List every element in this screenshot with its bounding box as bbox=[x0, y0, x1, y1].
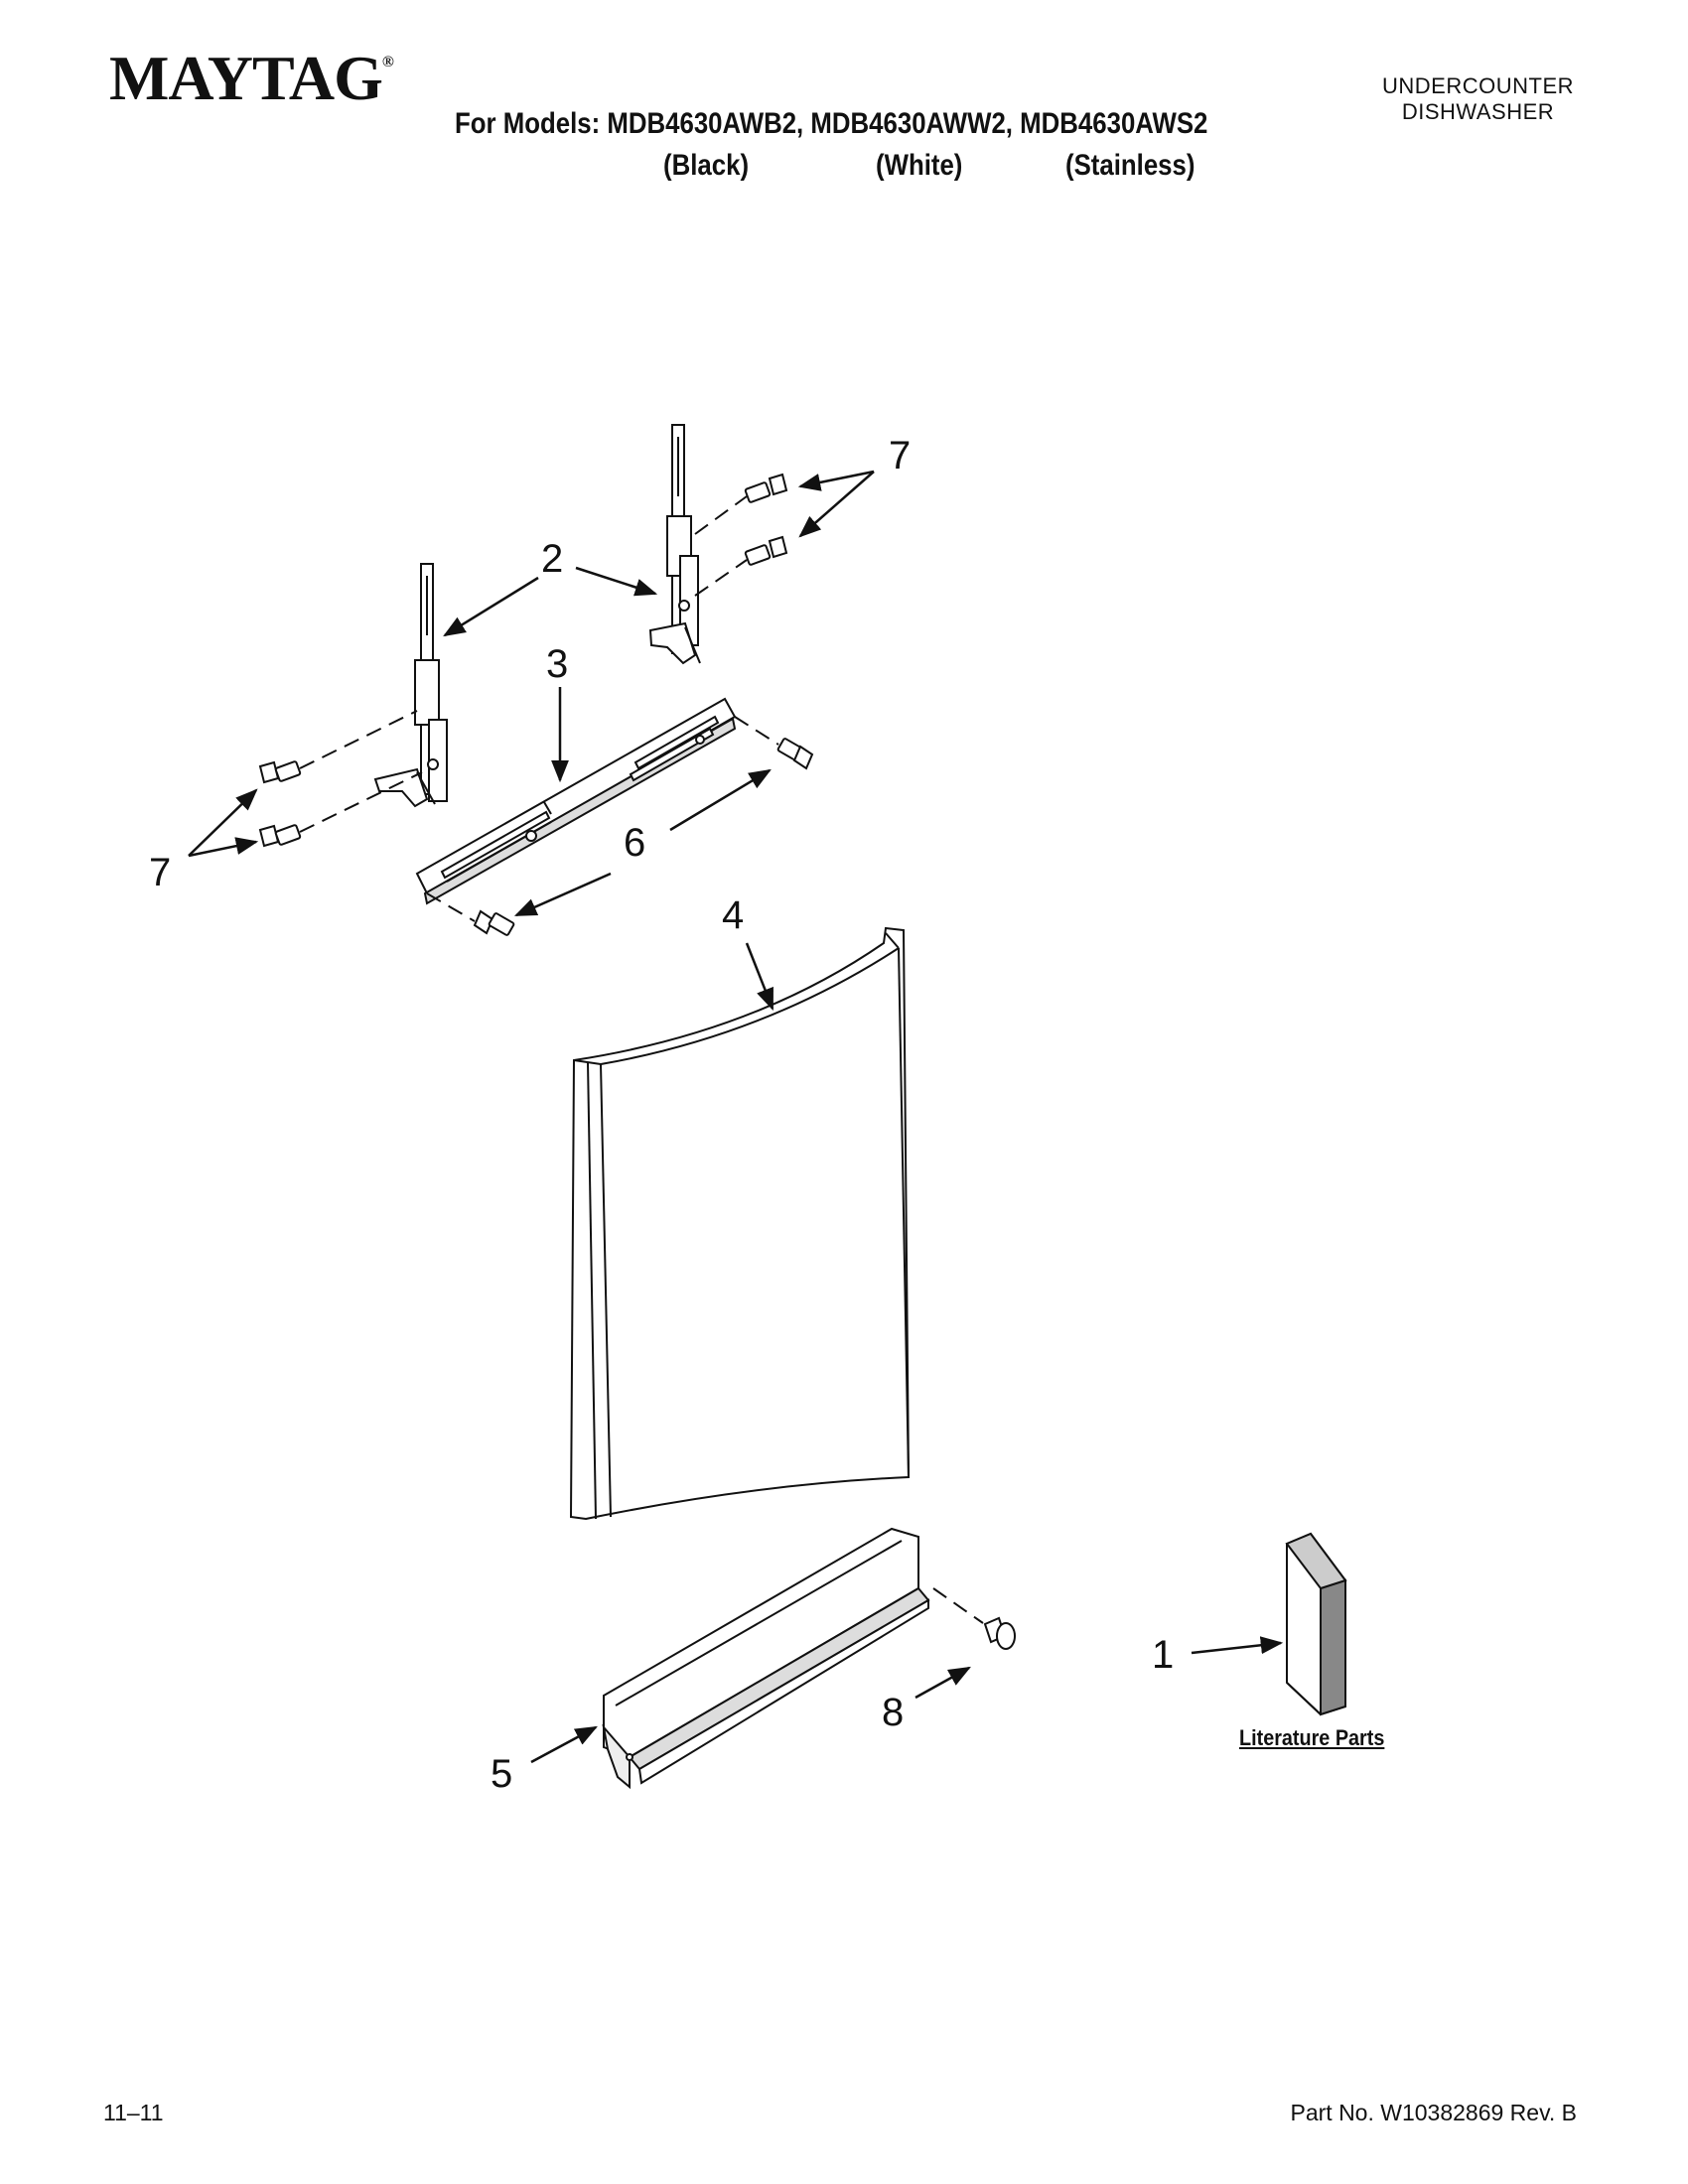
footer-part-number: Part No. W10382869 Rev. B bbox=[1290, 2100, 1578, 2125]
screw-bracket-left bbox=[473, 909, 515, 936]
callout-1: 1 bbox=[1152, 1633, 1174, 1677]
callout-8: 8 bbox=[882, 1691, 904, 1734]
screw-panel bbox=[983, 1616, 1016, 1650]
callout-arrows bbox=[188, 470, 1284, 1764]
models-line: For Models: MDB4630AWB2, MDB4630AWW2, MD… bbox=[455, 107, 1208, 140]
callout-2: 2 bbox=[541, 537, 563, 581]
callout-numbers: 7 2 3 7 6 4 5 8 1 bbox=[149, 434, 1174, 1796]
callout-6: 6 bbox=[624, 821, 645, 865]
screw-left-1 bbox=[258, 760, 302, 784]
callout-7-top: 7 bbox=[889, 434, 911, 478]
footer-date-code: 11–11 bbox=[103, 2100, 164, 2125]
callout-4: 4 bbox=[722, 893, 744, 937]
access-panel bbox=[602, 1527, 930, 1790]
dashed-guides bbox=[299, 495, 984, 1624]
product-type-line-2: DISHWASHER bbox=[1401, 99, 1555, 124]
callout-3: 3 bbox=[546, 642, 568, 686]
variant-stainless: (Stainless) bbox=[1065, 149, 1196, 182]
callout-5: 5 bbox=[491, 1752, 512, 1796]
mounting-bracket bbox=[415, 697, 737, 905]
screw-left-2 bbox=[258, 824, 302, 848]
variant-white: (White) bbox=[876, 149, 963, 182]
hinge-right bbox=[648, 424, 701, 665]
variant-black: (Black) bbox=[663, 149, 750, 182]
screw-bracket-right bbox=[776, 738, 814, 770]
screw-top-1 bbox=[744, 473, 788, 503]
literature-parts-label: Literature Parts bbox=[1239, 1725, 1385, 1750]
literature-book bbox=[1285, 1532, 1347, 1716]
product-type-line-1: UNDERCOUNTER bbox=[1382, 73, 1574, 98]
callout-7-left: 7 bbox=[149, 851, 171, 894]
hinge-left bbox=[373, 563, 448, 808]
door-panel bbox=[569, 926, 911, 1521]
product-type: UNDERCOUNTER DISHWASHER bbox=[1382, 73, 1574, 125]
screws bbox=[258, 473, 1016, 1650]
brand-logo: MAYTAG® bbox=[109, 43, 394, 113]
screw-top-2 bbox=[744, 535, 788, 566]
